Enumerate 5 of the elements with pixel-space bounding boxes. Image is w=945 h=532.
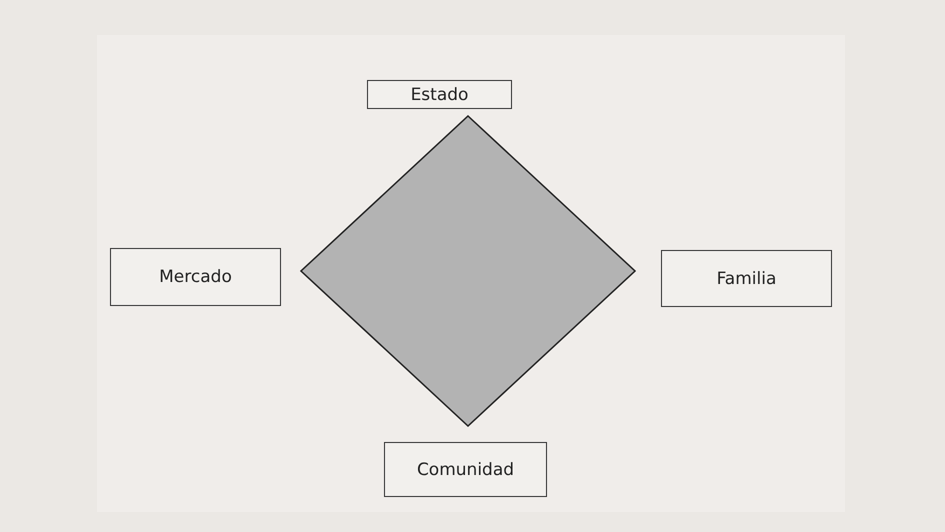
label-box: Mercado bbox=[110, 248, 281, 306]
label-box: Familia bbox=[661, 250, 832, 307]
diamond-shape bbox=[300, 115, 636, 427]
label-box: Estado bbox=[367, 80, 512, 109]
label-box: Comunidad bbox=[384, 442, 547, 497]
